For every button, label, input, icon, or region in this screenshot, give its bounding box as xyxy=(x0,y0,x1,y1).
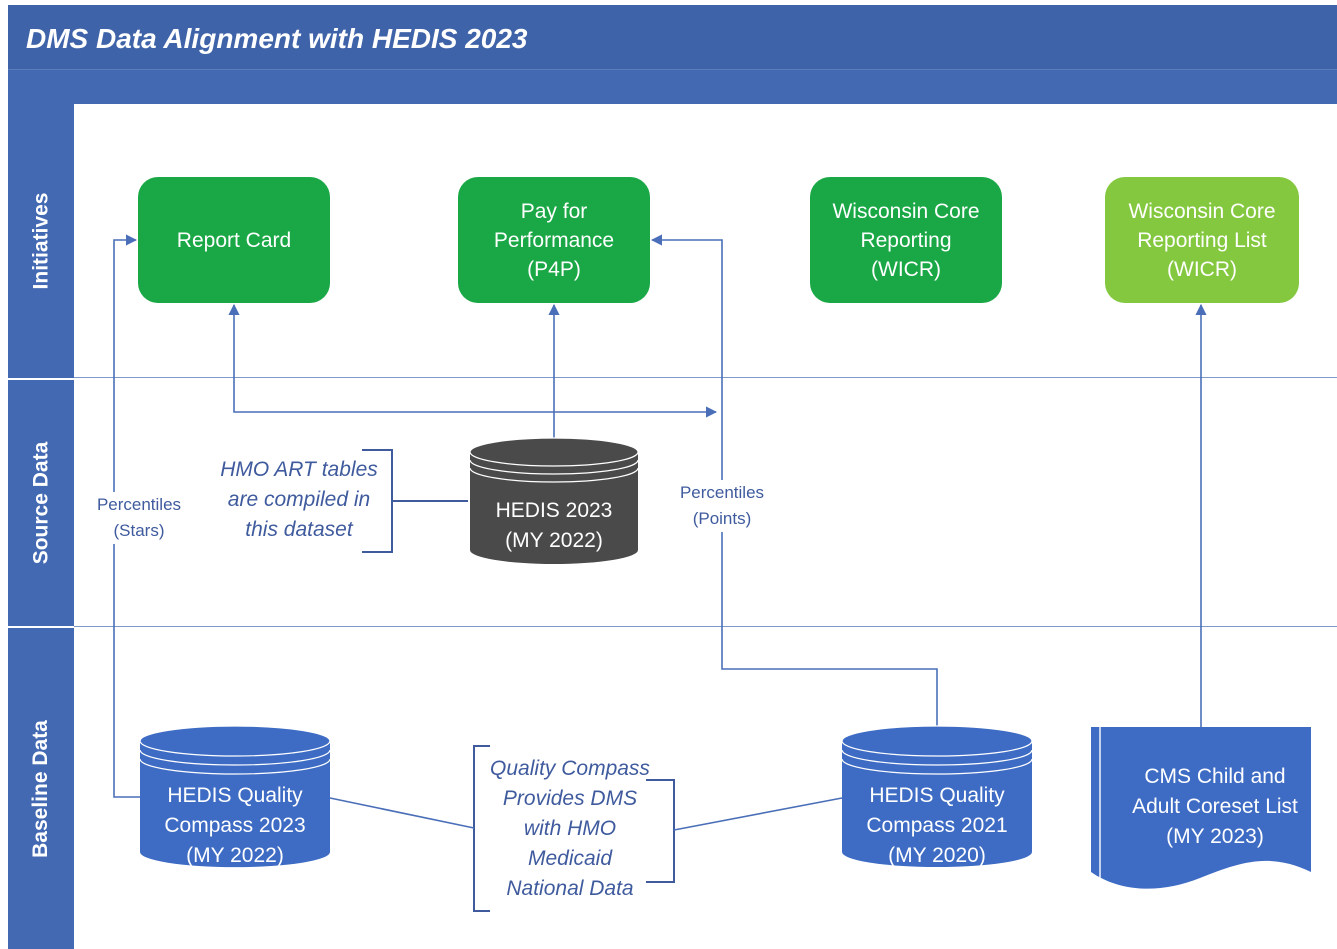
cylinder-hedis-2023 xyxy=(469,437,639,564)
diagram-title: DMS Data Alignment with HEDIS 2023 xyxy=(26,23,528,54)
edge-label-percentiles-points: Percentiles (Points) xyxy=(664,480,780,532)
node-report-card-label: Report Card xyxy=(176,228,292,252)
title-bar: DMS Data Alignment with HEDIS 2023 xyxy=(8,5,1337,69)
hedis-2023-label: HEDIS 2023 (MY 2022) xyxy=(495,499,613,552)
node-pay-for-performance: Pay for Performance (P4P) xyxy=(458,177,650,303)
node-wisconsin-core-reporting-list: Wisconsin Core Reporting List (WICR) xyxy=(1105,177,1299,303)
lane-header-initiatives: Initiatives xyxy=(8,103,74,378)
lane-header-source-data: Source Data xyxy=(8,380,74,626)
node-report-card: Report Card xyxy=(138,177,330,303)
edge-hedis2023-to-initiatives xyxy=(228,303,718,440)
hmo-art-bracket xyxy=(362,449,468,553)
quality-compass-2023-label: HEDIS Quality Compass 2023 (MY 2022) xyxy=(164,784,306,867)
lane-header-baseline-data: Baseline Data xyxy=(8,628,74,949)
lane-separator xyxy=(74,377,1337,378)
title-strip xyxy=(8,69,1337,104)
node-wisconsin-core-reporting: Wisconsin Core Reporting (WICR) xyxy=(810,177,1002,303)
lane-separator xyxy=(74,626,1337,627)
node-wicr-label: Wisconsin Core Reporting (WICR) xyxy=(832,199,980,281)
document-cms-coreset-list xyxy=(1091,727,1311,889)
node-p4p-label: Pay for Performance (P4P) xyxy=(493,199,615,281)
edge-qc-links xyxy=(329,797,843,831)
edge-qc2021-to-p4p xyxy=(650,234,938,726)
cms-coreset-list-label: CMS Child and Adult Coreset List (MY 202… xyxy=(1132,765,1298,848)
cylinder-quality-compass-2021 xyxy=(841,725,1033,867)
note-hmo-art-tables: HMO ART tables are compiled in this data… xyxy=(220,458,378,541)
quality-compass-2021-label: HEDIS Quality Compass 2021 (MY 2020) xyxy=(866,784,1008,867)
cylinder-quality-compass-2023 xyxy=(139,725,331,868)
note-quality-compass: Quality Compass Provides DMS with HMO Me… xyxy=(490,757,650,900)
edge-label-percentiles-stars: Percentiles (Stars) xyxy=(80,492,198,544)
quality-compass-bracket xyxy=(473,745,675,912)
node-wicr-list-label: Wisconsin Core Reporting List (WICR) xyxy=(1128,199,1276,281)
